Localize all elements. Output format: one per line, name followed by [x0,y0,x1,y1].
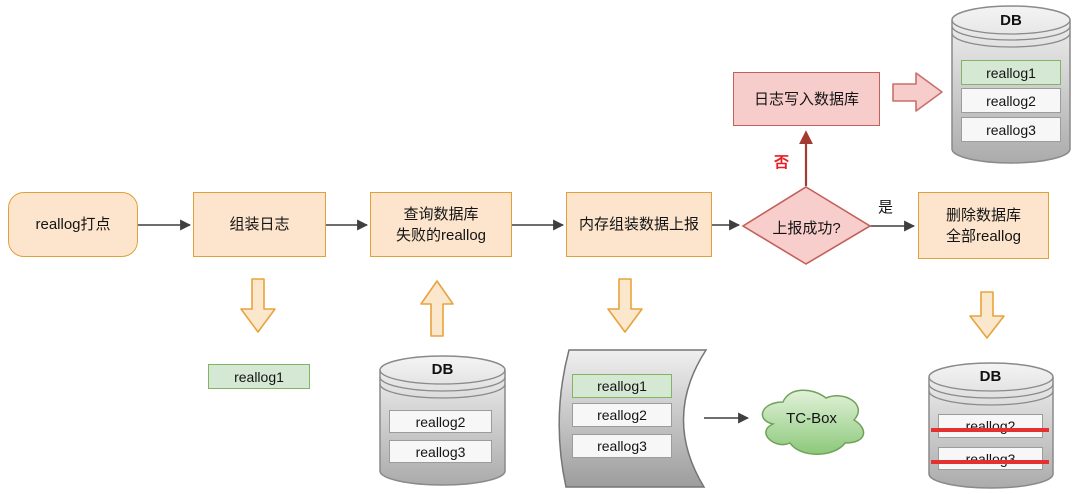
decision-label: 上报成功? [772,220,841,237]
flow-box-assemble: 组装日志 [193,192,326,257]
written-db-row: reallog2 [961,88,1061,113]
written-db-cylinder-cap [951,19,1071,35]
flow-box-track: reallog打点 [8,192,138,257]
block-arrow-right-write-icon [892,72,943,112]
failed-db-cylinder-cap [379,369,506,385]
cleared-db-row: reallog2 [938,414,1043,438]
failed-db-cylinder-disc [379,376,506,392]
decision-diamond [741,186,872,265]
flow-box-delete: 删除数据库 全部reallog [918,192,1049,259]
no-branch-label: 否 [774,154,790,171]
upload-card-row: reallog1 [572,374,672,398]
flow-box-write-db: 日志写入数据库 [733,72,880,126]
written-db-row: reallog3 [961,117,1061,142]
failed-db-cylinder-disc [379,383,506,399]
cleared-db-title: DB [979,368,1002,385]
block-arrow-up-query-icon [420,280,454,337]
block-arrow-down-assemble-icon [240,278,276,333]
failed-db-row: reallog2 [389,410,492,433]
upload-card-row: reallog2 [572,403,672,427]
cleared-db-cylinder-disc [928,383,1054,399]
upload-card-row: reallog3 [572,434,672,458]
strikethrough-line [931,460,1049,464]
assembled-log-chip: reallog1 [208,364,310,389]
tc-box-label: TC-Box [786,410,837,427]
failed-db-row: reallog3 [389,440,492,463]
failed-db-title: DB [431,361,454,378]
cleared-db-cylinder-disc [928,390,1054,406]
written-db-row: reallog1 [961,60,1061,85]
written-db-cylinder-disc [951,25,1071,41]
strikethrough-line [931,428,1049,432]
written-db-title: DB [1000,12,1022,29]
flow-box-query: 查询数据库 失败的reallog [370,192,512,257]
written-db-cylinder-disc [951,32,1071,48]
cleared-db-cylinder-cap [928,376,1054,392]
block-arrow-down-delete-icon [969,291,1005,339]
flow-box-report: 内存组装数据上报 [566,192,712,257]
yes-branch-label: 是 [878,199,894,216]
cleared-db-row: reallog3 [938,447,1043,470]
tc-box-cloud [761,389,865,455]
block-arrow-down-report-icon [607,278,643,333]
